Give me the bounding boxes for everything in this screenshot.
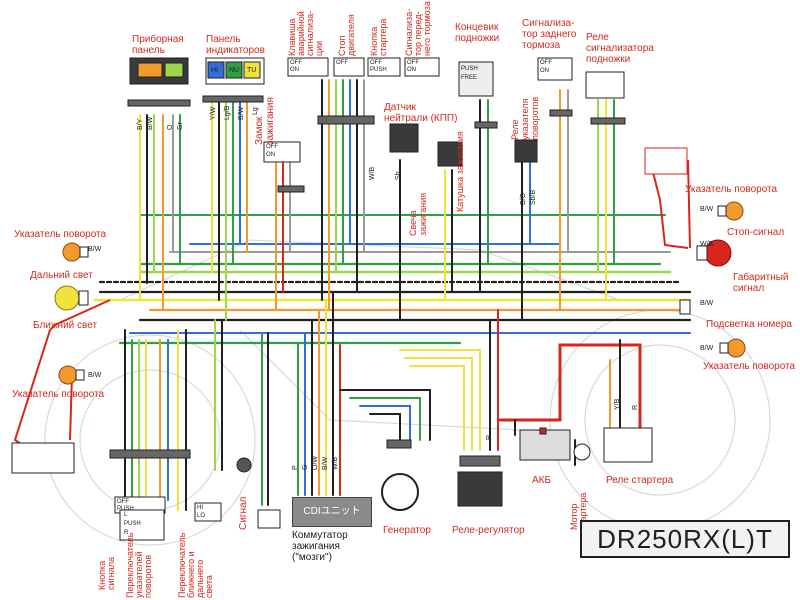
connectors: [11, 57, 688, 541]
model-plate: DR250RX(L)T: [580, 520, 790, 558]
hazard-on: ON: [290, 67, 299, 73]
label-sidestand-relay: Реле сигнализатора подножки: [586, 32, 654, 65]
wire-code-instrument-4: Gr: [177, 122, 184, 130]
hazard-off: OFF: [290, 60, 302, 66]
label-rear-brake-signal: Сигнализа- тор заднего тормоза: [522, 18, 577, 51]
label-ignition-coil: Катушка зажигания: [455, 131, 465, 212]
label-plate-light: Подсветка номера: [706, 319, 792, 330]
starter-push: PUSH: [370, 67, 387, 73]
label-indicator-panel: Панель индикаторов: [206, 34, 265, 56]
label-regulator: Реле-регулятор: [452, 525, 525, 536]
turn-push: PUSH: [124, 521, 141, 527]
turn-l: L: [124, 512, 128, 518]
label-turn-front-left: Указатель поворота: [14, 229, 107, 240]
label-hazard-switch: Клавиша аварийной сигнализа- ции: [287, 10, 324, 56]
label-ignition-lock: Замок зажигания: [254, 97, 276, 145]
label-starter-relay: Реле стартера: [606, 475, 674, 486]
indicator-nu: NU: [229, 67, 240, 74]
label-engine-stop: Стоп двигателя: [337, 14, 356, 56]
left-lamps: [54, 242, 89, 385]
wire-code-cdi-5: W/B: [332, 456, 339, 470]
vertical-wires: [139, 79, 615, 321]
label-neutral-sensor: Датчик нейтрали (КПП): [384, 102, 458, 124]
turn-r: R: [124, 530, 129, 536]
label-parking-light: Габаритный сигнал: [733, 272, 789, 294]
wire-code-left-turn: B/W: [88, 246, 102, 253]
wire-code-right-turn-bottom: B/W: [700, 345, 714, 352]
starter-off: OFF: [370, 60, 382, 66]
beam-hi: HI: [197, 505, 203, 511]
wire-code-indicator-1: Y/W: [210, 106, 217, 120]
label-horn-button: Кнопка сигнала: [97, 556, 116, 590]
wire-code-indicator-4: Lg: [252, 107, 259, 115]
label-battery: АКБ: [532, 475, 552, 486]
wire-code-neutral-2: W/B: [369, 166, 376, 180]
label-stop-signal: Стоп-сигнал: [727, 227, 785, 238]
wire-code-starter-1: Y/B: [614, 398, 621, 410]
label-turn-right-bottom: Указатель поворота: [703, 361, 796, 372]
label-turn-right-top: Указатель поворота: [685, 184, 778, 195]
label-turn-switch: Переключатель указателей поворотов: [125, 532, 153, 599]
horn-off: OFF: [117, 499, 129, 505]
rearbrake-on: ON: [540, 68, 549, 74]
label-horn: Сигнал: [238, 496, 249, 530]
label-starter-button: Кнопка стартера: [369, 18, 388, 56]
wire-code-instrument-2: B/W: [147, 116, 154, 130]
wire-code-neutral-1: Sb: [395, 171, 402, 180]
wire-code-turnrelay-2: Sb/B: [530, 189, 537, 205]
right-lamps: [679, 201, 746, 358]
ignition-off: OFF: [266, 144, 278, 150]
label-generator: Генератор: [383, 525, 431, 536]
red-circuits: [13, 159, 691, 451]
wire-code-left-rear-turn: B/W: [88, 372, 102, 379]
label-front-brake-signal: Сигнализа- тор перед- него тормоза: [404, 1, 432, 56]
wire-code-regulator-1: R: [486, 434, 493, 440]
indicator-hi: HI: [211, 67, 218, 74]
label-turn-rear-left: Указатель поворота: [12, 389, 105, 400]
label-beam-switch: Переключатель ближнего и дальнего света: [177, 532, 214, 599]
wire-code-starter-3: R: [632, 404, 639, 410]
beam-lo: LO: [197, 513, 206, 519]
wire-code-indicator-2: Lg/B: [224, 105, 231, 120]
stop-off: OFF: [336, 60, 348, 66]
sidestand-free: FREE: [461, 75, 478, 81]
sidestand-push: PUSH: [461, 66, 478, 72]
frontbrake-off: OFF: [407, 60, 419, 66]
label-sidestand-switch: Концевик подножки: [455, 22, 500, 44]
indicator-tu: TU: [247, 67, 257, 74]
label-cdi: Коммутатор зажигания ("мозги"): [292, 530, 348, 563]
wire-code-stop: W/B: [700, 241, 714, 248]
label-low-beam: Ближний свет: [33, 320, 98, 331]
label-high-beam: Дальний свет: [30, 270, 93, 281]
lower-wires: [124, 291, 642, 511]
rearbrake-off: OFF: [540, 60, 552, 66]
label-spark-plug: Свеча зажигания: [408, 192, 428, 236]
label-instrument-panel: Приборная панель: [132, 34, 184, 56]
cdi-box: CDIユニット: [292, 497, 372, 527]
wire-code-right-turn-top: B/W: [700, 206, 714, 213]
frontbrake-on: ON: [407, 67, 416, 73]
label-turn-relay: Реле указателя поворотов: [510, 96, 540, 140]
wire-code-indicator-3: B/W: [238, 106, 245, 120]
wire-code-plate: B/W: [700, 300, 714, 307]
ignition-on: ON: [266, 152, 275, 158]
horn-push: PUSH: [117, 506, 134, 512]
main-harness: [93, 214, 692, 345]
